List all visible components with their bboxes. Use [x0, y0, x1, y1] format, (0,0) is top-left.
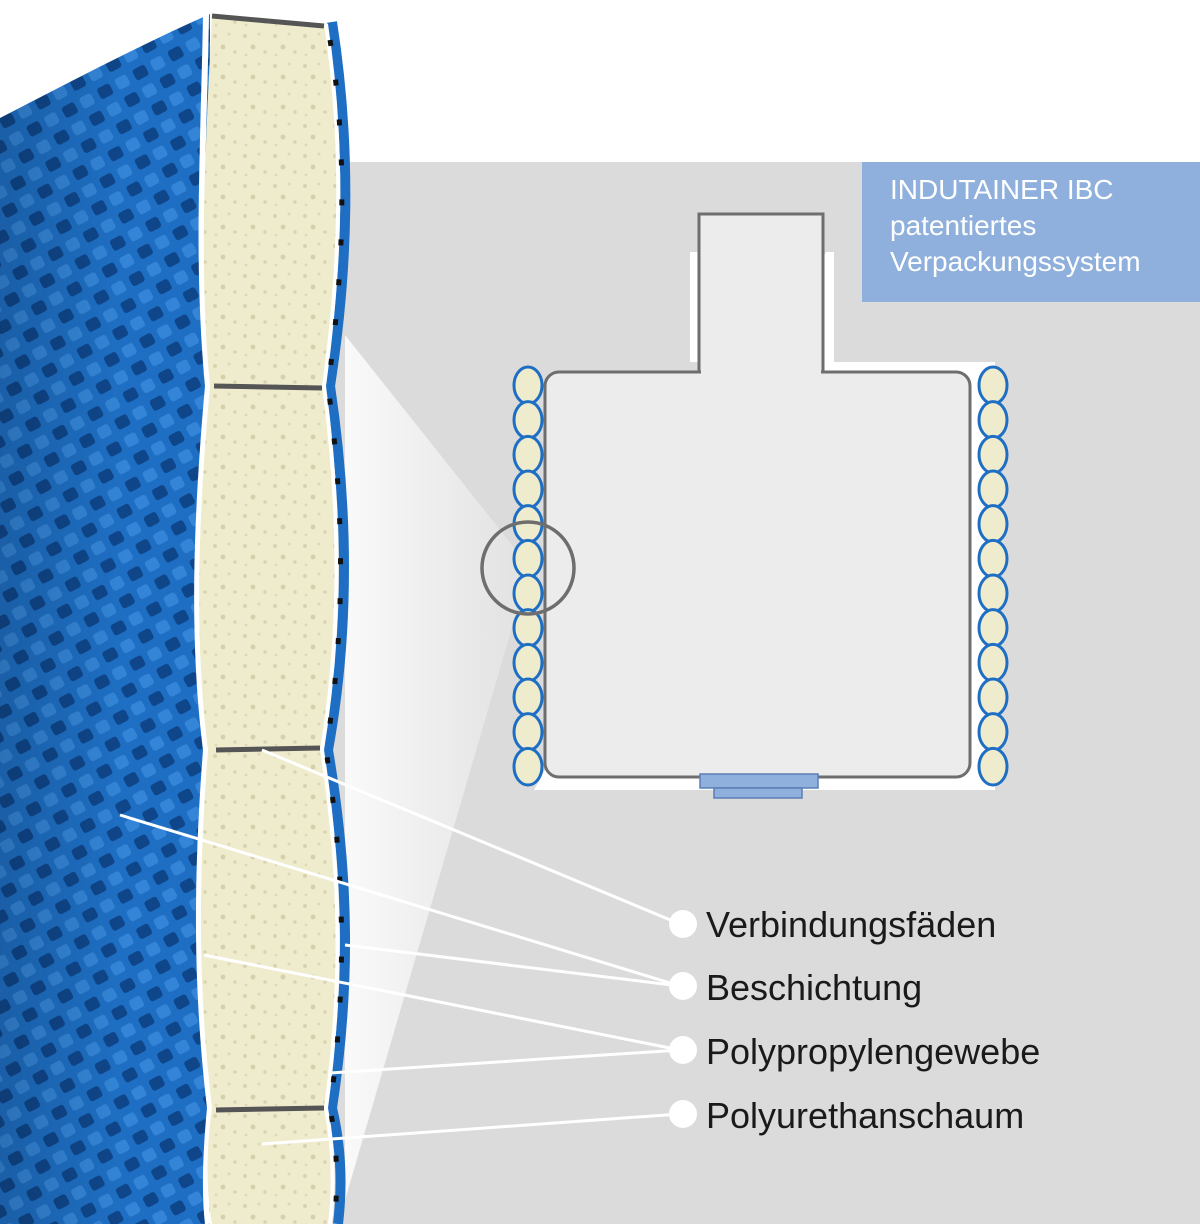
title-line-3: Verpackungssystem	[890, 245, 1141, 277]
seam-line	[213, 383, 323, 391]
outer-coating	[322, 21, 351, 1224]
legend-dot	[669, 1100, 697, 1128]
ibc-container	[534, 212, 995, 799]
foam-cushion	[512, 746, 544, 787]
foam-cushion	[977, 538, 1009, 579]
foam-cushion	[977, 434, 1009, 475]
legend-dot	[669, 972, 697, 1000]
ibc-body	[543, 370, 972, 779]
cross-section	[0, 13, 351, 1224]
foam-cushion	[977, 608, 1009, 648]
seam-line	[211, 13, 325, 29]
legend-label-polypropylengewebe: Polypropylengewebe	[706, 1031, 1041, 1072]
title-line-1: INDUTAINER IBC	[890, 174, 1114, 205]
ibc-wall-left	[512, 365, 544, 787]
magnifier-circle	[480, 520, 576, 616]
foam-cushion	[977, 677, 1009, 718]
title-line-2: patentiertes	[890, 209, 1037, 241]
foam-cushion	[512, 365, 544, 406]
foam-cushion	[977, 642, 1009, 683]
foam-cushion	[512, 677, 544, 718]
ibc-spout	[697, 212, 825, 376]
foam-layer	[199, 14, 339, 1224]
foam-cushion	[977, 504, 1009, 544]
foam-cushion	[977, 365, 1009, 406]
legend-label-beschichtung: Beschichtung	[706, 967, 923, 1008]
ibc-outlet	[699, 773, 819, 789]
foam-cushion	[977, 573, 1009, 614]
legend-dots	[669, 910, 697, 1128]
leader-lines	[119, 748, 681, 1146]
legend-label-verbindungsfaeden: Verbindungsfäden	[706, 904, 997, 945]
legend-dot	[669, 1036, 697, 1064]
foam-cushion	[512, 469, 544, 510]
ibc-wall-right	[977, 365, 1009, 787]
foam-cushion	[977, 400, 1009, 440]
foam-cushion	[512, 538, 544, 579]
foam-cushion	[977, 469, 1009, 510]
legend-dot	[669, 910, 697, 938]
zoom-beam	[345, 335, 520, 1200]
seam-line	[215, 1105, 325, 1113]
foam-cushion	[512, 400, 544, 440]
foam-cushion	[977, 712, 1009, 752]
foam-cushion	[512, 573, 544, 614]
foam-cushion	[977, 746, 1009, 787]
foam-cushion	[512, 434, 544, 475]
foam-cushion	[512, 712, 544, 752]
seam-line	[215, 745, 321, 753]
title-box: INDUTAINER IBC patentiertes Verpackungss…	[862, 162, 1200, 302]
legend-label-polyurethanschaum: Polyurethanschaum	[706, 1095, 1025, 1136]
foam-cushion	[512, 642, 544, 683]
